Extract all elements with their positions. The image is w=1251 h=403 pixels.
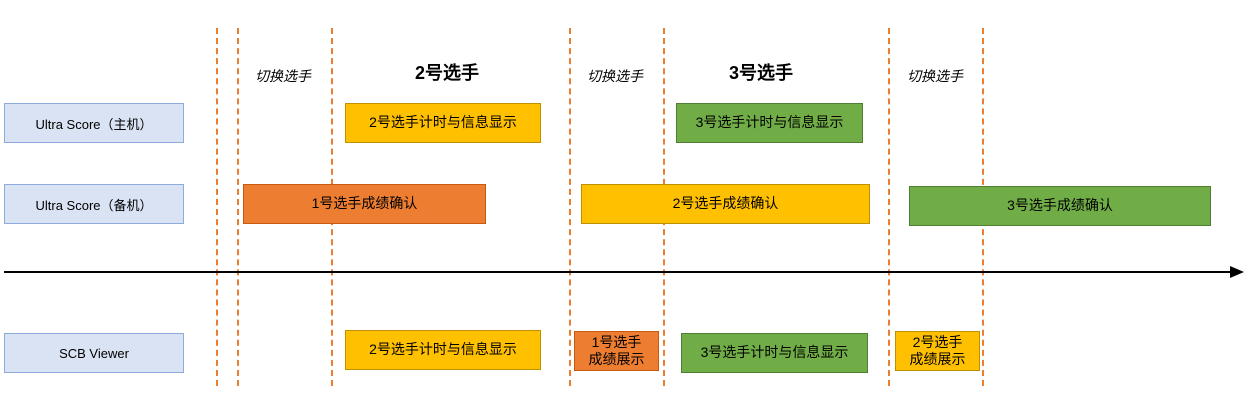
player-2-title: 2号选手: [415, 63, 480, 83]
switch-label-3: 切换选手: [907, 68, 963, 84]
timeline-arrow-icon: [1230, 266, 1244, 278]
viewer-player-2-result-line-1: 2号选手: [912, 333, 963, 350]
viewer-player-1-result-bar: 1号选手 成绩展示: [574, 331, 659, 371]
backup-player-3-confirm-bar: 3号选手成绩确认: [909, 186, 1211, 226]
viewer-player-2-result-bar: 2号选手 成绩展示: [895, 331, 980, 371]
viewer-player-2-display-bar: 2号选手计时与信息显示: [345, 330, 541, 370]
row-label-viewer: SCB Viewer: [4, 333, 184, 373]
host-player-2-display-bar: 2号选手计时与信息显示: [345, 103, 541, 143]
row-label-backup: Ultra Score（备机）: [4, 184, 184, 224]
divider-line: [888, 28, 890, 386]
player-3-title: 3号选手: [729, 63, 794, 83]
viewer-player-3-display-bar: 3号选手计时与信息显示: [681, 333, 868, 373]
divider-line: [237, 28, 239, 386]
viewer-player-1-result-line-1: 1号选手: [591, 333, 642, 350]
viewer-player-1-result-line-2: 成绩展示: [588, 351, 645, 367]
timeline-axis: [4, 271, 1232, 273]
divider-line: [569, 28, 571, 386]
host-player-3-display-bar: 3号选手计时与信息显示: [676, 103, 863, 143]
switch-label-1: 切换选手: [255, 68, 311, 84]
row-label-host: Ultra Score（主机）: [4, 103, 184, 143]
divider-line: [216, 28, 218, 386]
switch-label-2: 切换选手: [587, 68, 643, 84]
backup-player-2-confirm-bar: 2号选手成绩确认: [581, 184, 870, 224]
backup-player-1-confirm-bar: 1号选手成绩确认: [243, 184, 486, 224]
viewer-player-2-result-line-2: 成绩展示: [909, 351, 966, 367]
